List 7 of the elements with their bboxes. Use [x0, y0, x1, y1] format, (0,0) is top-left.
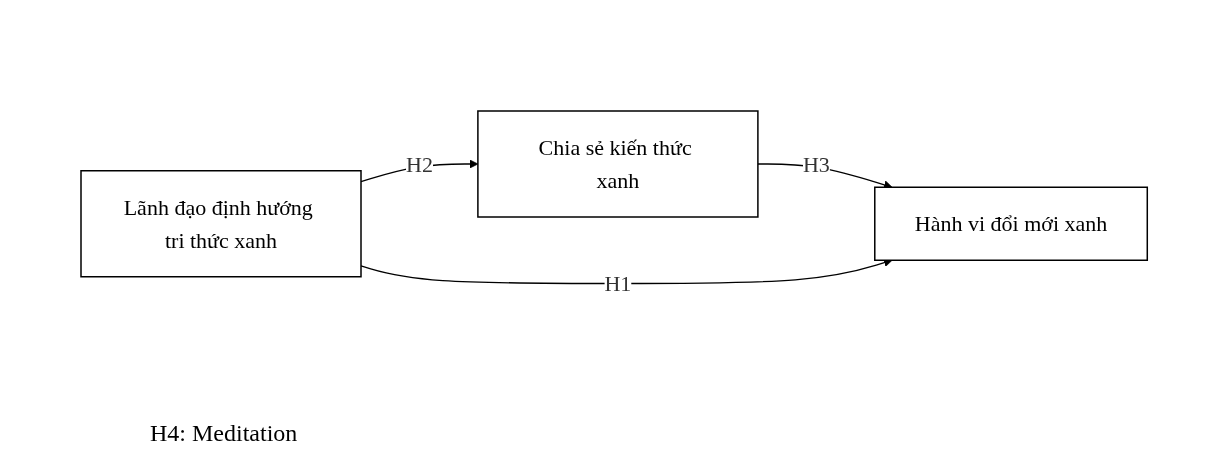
node-box: Chia sẻ kiến thức xanh [477, 109, 759, 218]
node-box: Lãnh đạo định hướng tri thức xanh [80, 169, 363, 277]
note-text: H4: Meditation [150, 420, 298, 446]
edge-label: H1 [604, 270, 632, 296]
edge-label: H2 [406, 151, 434, 176]
node-box: Hành vi đổi mới xanh [874, 186, 1149, 261]
edge-label: H3 [803, 151, 831, 176]
